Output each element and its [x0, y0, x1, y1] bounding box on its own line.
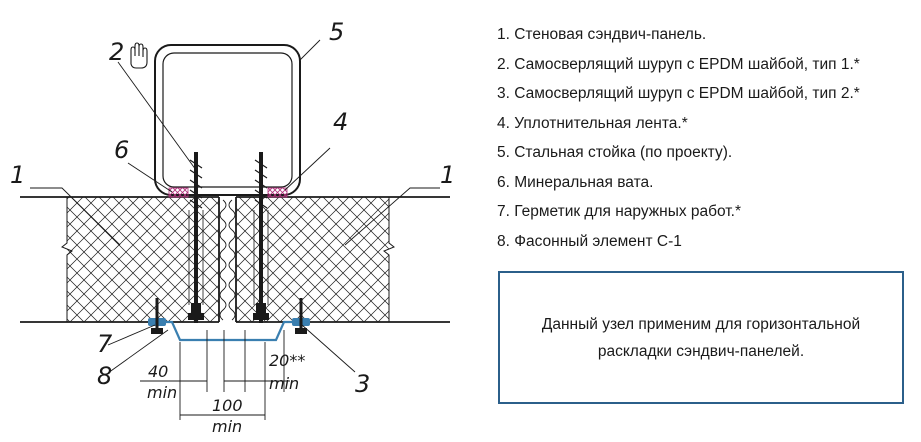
- note-text: Данный узел применим для горизонтальной …: [541, 315, 861, 360]
- sealing-tape: [168, 187, 288, 198]
- steel-post: [154, 44, 301, 196]
- callout-4: 4: [333, 108, 348, 136]
- sealant-and-screws-type-2: [148, 298, 310, 334]
- legend-item: 1. Стеновая сэндвич-панель.: [497, 26, 707, 43]
- callout-2: 2: [109, 38, 124, 66]
- dimension-40-min: min: [147, 383, 177, 402]
- callout-6: 6: [114, 136, 129, 164]
- callout-7: 7: [97, 330, 113, 358]
- dimension-100: 100: [212, 396, 243, 415]
- legend-item: 4. Уплотнительная лента.*: [497, 114, 688, 132]
- legend-item: 6. Минеральная вата.: [497, 173, 654, 191]
- screw-type-1: [188, 152, 269, 323]
- callout-leaders: [30, 39, 440, 374]
- legend-list: 1. Стеновая сэндвич-панель. 2. Самосверл…: [497, 20, 860, 256]
- legend-item: 2. Самосверлящий шуруп с EPDM шайбой, ти…: [497, 55, 860, 73]
- dimension-lines: [140, 330, 290, 420]
- dimension-40: 40: [148, 362, 168, 381]
- legend-item: 8. Фасонный элемент С-1: [497, 232, 682, 250]
- joint-drawing: 1 1 2 3 4 5 6 7 8 40 min 100 min 20** mi…: [10, 18, 455, 436]
- applicability-note: Данный узел применим для горизонтальной …: [498, 271, 904, 404]
- mineral-wool-joint: [219, 199, 236, 321]
- callout-5: 5: [329, 18, 344, 46]
- callout-1-right: 1: [440, 161, 455, 189]
- callout-1-left: 1: [10, 161, 25, 189]
- callout-3: 3: [355, 370, 370, 398]
- dimension-100-min: min: [212, 417, 242, 436]
- dimension-20: 20**: [269, 351, 305, 370]
- callout-8: 8: [97, 362, 112, 390]
- flashing-element-c1: [150, 320, 308, 342]
- legend-item: 5. Стальная стойка (по проекту).: [497, 144, 733, 161]
- legend-item: 3. Самосверлящий шуруп с EPDM шайбой, ти…: [497, 85, 860, 102]
- hand-cursor-icon: [130, 42, 148, 69]
- legend-item: 7. Герметик для наружных работ.*: [497, 203, 742, 220]
- dimension-20-min: min: [269, 374, 299, 393]
